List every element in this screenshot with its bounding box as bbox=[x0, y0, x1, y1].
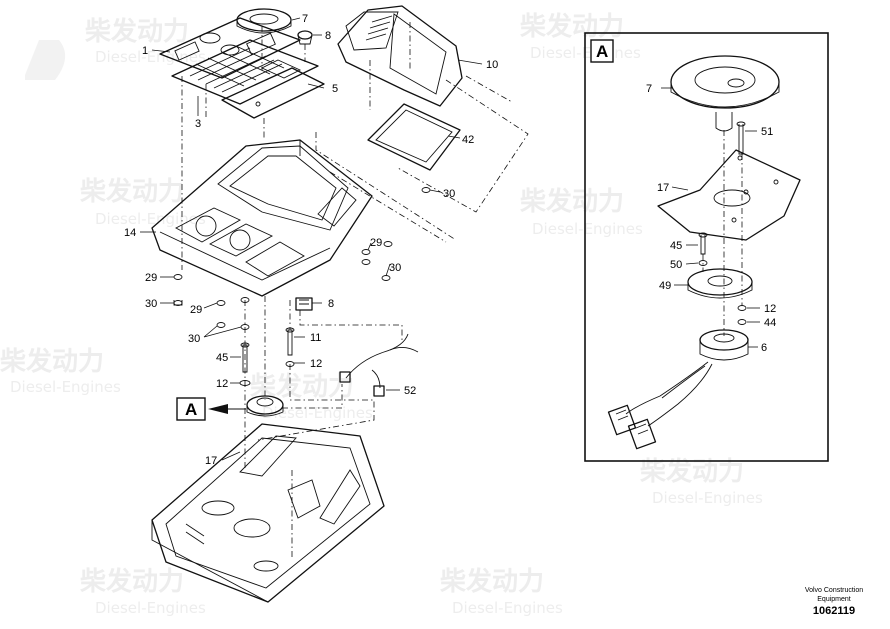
watermark-brand: 柴发动力 bbox=[79, 176, 184, 207]
part-console-base bbox=[151, 423, 385, 603]
detail-ring bbox=[687, 268, 753, 299]
callout-30-right: 30 bbox=[389, 262, 401, 274]
callout-5: 5 bbox=[332, 83, 338, 95]
callout-45: 45 bbox=[216, 352, 228, 364]
watermark-sub: Diesel-Engines bbox=[95, 599, 206, 617]
watermark-sub: Diesel-Engines bbox=[532, 220, 643, 238]
detail-bracket bbox=[657, 149, 801, 241]
detail-leader-lines bbox=[661, 87, 760, 348]
watermark-sub: Diesel-Engines bbox=[262, 404, 373, 422]
watermark-sub: Diesel-Engines bbox=[652, 489, 763, 507]
callout-30-mid: 30 bbox=[188, 333, 200, 345]
detail-callout-51: 51 bbox=[761, 126, 773, 138]
leader-lines bbox=[140, 17, 483, 461]
part-key-matrix bbox=[171, 39, 319, 105]
detail-callout-12: 12 bbox=[764, 303, 776, 315]
watermark-sub: Diesel-Engines bbox=[95, 48, 206, 66]
callout-29-right: 29 bbox=[370, 237, 382, 249]
callout-1: 1 bbox=[142, 45, 148, 57]
watermark-sub: Diesel-Engines bbox=[95, 210, 206, 228]
callout-14: 14 bbox=[124, 227, 136, 239]
watermark-layer: 柴发动力 Diesel-Engines 柴发动力 Diesel-Engines … bbox=[0, 11, 763, 617]
detail-callout-50: 50 bbox=[670, 259, 682, 271]
assembly-lines bbox=[181, 22, 529, 560]
callout-42: 42 bbox=[462, 134, 474, 146]
part-cap bbox=[297, 30, 313, 45]
callout-12-left: 12 bbox=[216, 378, 228, 390]
watermark-brand: 柴发动力 bbox=[0, 346, 104, 377]
callout-30-left: 30 bbox=[145, 298, 157, 310]
footer-number: 1062119 bbox=[813, 605, 855, 617]
detail-panel-a: A bbox=[584, 32, 829, 462]
callout-29-mid: 29 bbox=[190, 304, 202, 316]
part-knob-top bbox=[236, 8, 292, 34]
detail-sensor bbox=[607, 329, 749, 450]
detail-bolt-45 bbox=[698, 232, 708, 255]
watermark-brand: 柴发动力 bbox=[519, 11, 624, 42]
callout-52: 52 bbox=[404, 385, 416, 397]
footer-line-2: Equipment bbox=[817, 596, 851, 603]
ref-label: A bbox=[185, 400, 197, 419]
detail-callout-49: 49 bbox=[659, 280, 671, 292]
footer-line-1: Volvo Construction bbox=[805, 587, 863, 594]
callout-7: 7 bbox=[302, 13, 308, 25]
part-membrane bbox=[221, 67, 325, 119]
detail-callout-7: 7 bbox=[646, 83, 652, 95]
watermark-brand: 柴发动力 bbox=[84, 16, 189, 47]
part-connector bbox=[295, 297, 313, 311]
detail-reference-a: A bbox=[176, 397, 246, 421]
watermark-sub: Diesel-Engines bbox=[10, 378, 121, 396]
detail-washer-12 bbox=[737, 305, 747, 311]
detail-callout-6: 6 bbox=[761, 342, 767, 354]
callout-8-connector: 8 bbox=[328, 298, 334, 310]
footer-credit: Volvo Construction Equipment 1062119 bbox=[805, 587, 863, 617]
callout-30-top: 30 bbox=[443, 188, 455, 200]
part-display-frame bbox=[367, 103, 461, 171]
detail-label: A bbox=[596, 42, 608, 61]
detail-callout-45: 45 bbox=[670, 240, 682, 252]
callout-12-right: 12 bbox=[310, 358, 322, 370]
watermark-brand: 柴发动力 bbox=[519, 186, 624, 217]
detail-washer-50 bbox=[698, 260, 708, 266]
fasteners bbox=[173, 187, 431, 386]
detail-bolt-51 bbox=[736, 121, 746, 155]
watermark-brand: 柴发动力 bbox=[79, 566, 184, 597]
part-display-unit bbox=[337, 5, 463, 107]
callout-10: 10 bbox=[486, 59, 498, 71]
callouts: 1 3 5 7 8 10 42 30 14 29 30 29 30 29 30 … bbox=[124, 13, 498, 467]
main-exploded-view: A 1 3 5 7 8 10 42 30 14 29 30 29 30 29 3… bbox=[124, 5, 529, 603]
callout-3: 3 bbox=[195, 118, 201, 130]
part-keypad-cover bbox=[159, 17, 301, 79]
part-wire-harness bbox=[339, 333, 419, 397]
part-console-housing bbox=[151, 139, 373, 297]
detail-nut-44 bbox=[737, 319, 747, 325]
callout-29-left: 29 bbox=[145, 272, 157, 284]
watermark-sub: Diesel-Engines bbox=[452, 599, 563, 617]
callout-8-top: 8 bbox=[325, 30, 331, 42]
callout-11: 11 bbox=[310, 332, 321, 344]
watermark-brand: 柴发动力 bbox=[439, 566, 544, 597]
watermark-brand: 柴发动力 bbox=[249, 371, 354, 402]
detail-callout-17: 17 bbox=[657, 182, 669, 194]
callout-17: 17 bbox=[205, 455, 217, 467]
detail-callout-44: 44 bbox=[764, 317, 776, 329]
detail-knob bbox=[670, 55, 780, 132]
